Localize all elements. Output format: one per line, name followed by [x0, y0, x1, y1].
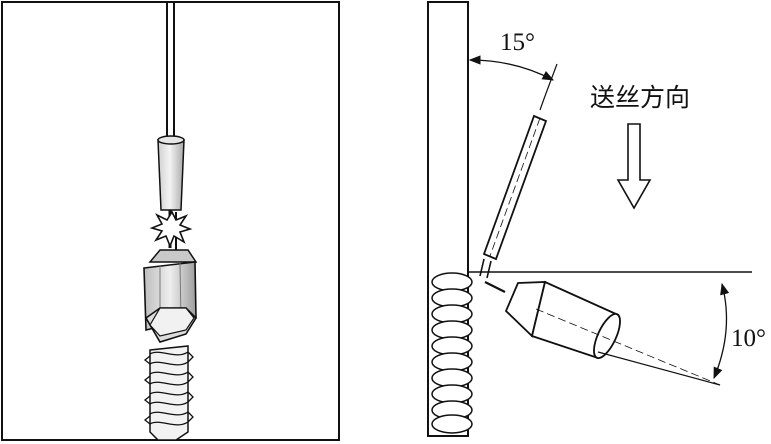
torch-front — [143, 249, 198, 343]
wire-guide-inclined — [479, 63, 558, 279]
angle-15-label: 15° — [500, 29, 535, 56]
wire-guide-tube — [157, 135, 185, 211]
angle-10-label: 10° — [731, 325, 766, 352]
feed-direction-arrow-icon — [616, 123, 652, 210]
arc-spark-icon — [149, 210, 193, 249]
torch-side — [484, 280, 721, 386]
feed-direction-label: 送丝方向 — [590, 83, 690, 112]
angle-15-dimension: 15° — [468, 29, 555, 81]
weld-bead-side — [431, 272, 473, 434]
front-view — [1, 1, 340, 441]
weld-bead-front — [143, 345, 194, 441]
side-view: 15° 送丝方向 10° — [427, 1, 766, 437]
angle-10-dimension: 10° — [713, 282, 766, 380]
